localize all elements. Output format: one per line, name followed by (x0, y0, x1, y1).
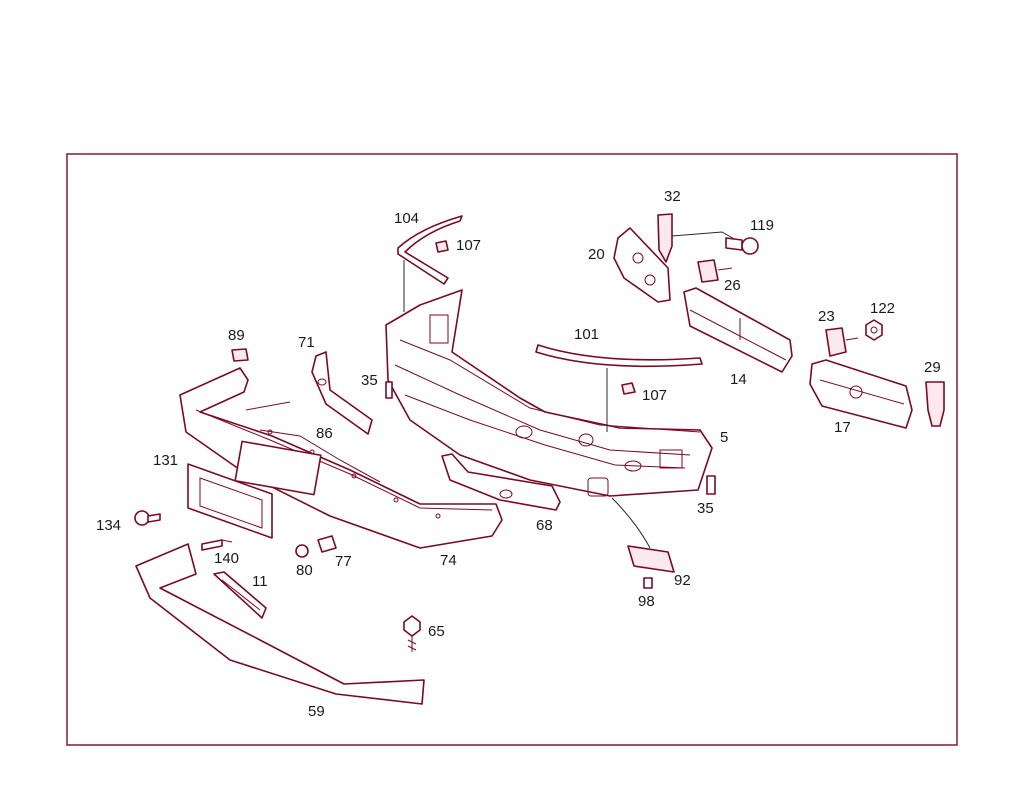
part-122-nut[interactable] (865, 319, 883, 341)
callout-80: 80 (296, 562, 313, 579)
callout-23: 23 (818, 308, 835, 325)
part-11-grille-insert[interactable] (213, 571, 267, 619)
callout-65: 65 (428, 623, 445, 640)
callout-20: 20 (588, 246, 605, 263)
callout-68: 68 (536, 517, 553, 534)
part-104-trim-strip[interactable] (397, 215, 463, 285)
part-68-molding[interactable] (441, 453, 561, 511)
callout-119: 119 (750, 217, 774, 234)
part-35-clip-left[interactable] (385, 381, 393, 399)
part-74-bumper-bar[interactable] (179, 367, 503, 549)
callout-101: 101 (574, 326, 599, 343)
part-92-bracket[interactable] (611, 497, 675, 573)
callout-131: 131 (153, 452, 178, 469)
callout-140: 140 (214, 550, 239, 567)
callout-11: 11 (252, 573, 268, 590)
part-5-bumper-cover[interactable] (385, 289, 713, 497)
part-98-bolt[interactable] (643, 577, 653, 589)
callout-32: 32 (664, 188, 681, 205)
part-119-bolt[interactable] (725, 237, 759, 255)
callout-35-right: 35 (697, 500, 714, 517)
callout-104: 104 (394, 210, 419, 227)
callout-122: 122 (870, 300, 895, 317)
part-134-screw[interactable] (134, 510, 161, 526)
callout-107-upper: 107 (456, 237, 481, 254)
callout-98: 98 (638, 593, 655, 610)
part-20-mount-bracket[interactable] (613, 227, 671, 303)
part-29-bracket[interactable] (925, 381, 945, 427)
part-23-bracket[interactable] (825, 327, 859, 357)
part-17-impact-absorber[interactable] (809, 359, 913, 429)
part-26-clip[interactable] (697, 259, 733, 283)
callout-26: 26 (724, 277, 741, 294)
callout-71: 71 (298, 334, 315, 351)
part-107-clip-upper[interactable] (435, 240, 449, 253)
callout-14: 14 (730, 371, 747, 388)
callout-89: 89 (228, 327, 245, 344)
part-65-bolt[interactable] (403, 615, 421, 652)
part-89-clip[interactable] (231, 348, 249, 362)
callout-59: 59 (308, 703, 325, 720)
part-86-wiring-harness[interactable] (245, 401, 381, 483)
part-101-trim-strip[interactable] (535, 344, 703, 368)
callout-5: 5 (720, 429, 728, 446)
callout-74: 74 (440, 552, 457, 569)
callout-92: 92 (674, 572, 691, 589)
part-35-clip-right[interactable] (706, 475, 716, 495)
callout-29: 29 (924, 359, 941, 376)
callout-86: 86 (316, 425, 333, 442)
part-140-screw[interactable] (201, 539, 233, 551)
part-131-license-plate-bracket[interactable] (187, 463, 273, 539)
part-59-spoiler[interactable] (135, 543, 425, 705)
callout-107-lower: 107 (642, 387, 667, 404)
diagram-frame (66, 153, 958, 746)
part-32-bracket[interactable] (657, 213, 737, 263)
callout-17: 17 (834, 419, 851, 436)
part-80-nut[interactable] (295, 544, 309, 558)
part-14-impact-absorber[interactable] (683, 287, 793, 373)
part-77-spacer[interactable] (317, 535, 337, 553)
callout-77: 77 (335, 553, 352, 570)
callout-134: 134 (96, 517, 121, 534)
callout-35-left: 35 (361, 372, 378, 389)
part-107-clip-lower[interactable] (621, 382, 636, 395)
part-71-molding[interactable] (311, 351, 373, 435)
